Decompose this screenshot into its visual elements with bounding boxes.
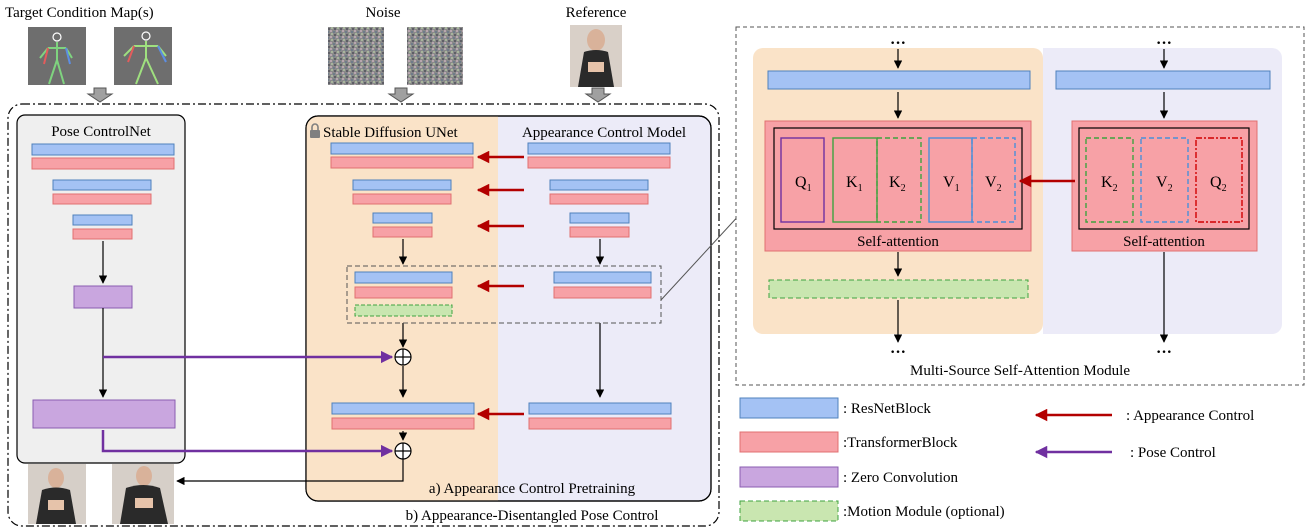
add-node bbox=[394, 348, 412, 366]
legend-transformer-label: :TransformerBlock bbox=[843, 435, 958, 451]
legend-zero-conv-swatch bbox=[739, 466, 839, 488]
svg-text:K2: K2 bbox=[889, 174, 906, 194]
transformer-block bbox=[52, 193, 152, 205]
ellipsis-top-right: ··· bbox=[1156, 35, 1172, 52]
resnet-block bbox=[72, 214, 133, 226]
pose-control-arrows bbox=[101, 350, 394, 458]
appearance-model-title: Appearance Control Model bbox=[522, 125, 686, 141]
output-image-2 bbox=[112, 464, 174, 524]
resnet-block bbox=[52, 179, 152, 191]
pose-controlnet-title: Pose ControlNet bbox=[51, 124, 151, 140]
transformer-block bbox=[72, 228, 133, 240]
lock-icon bbox=[310, 123, 320, 138]
svg-text:Q2: Q2 bbox=[1210, 174, 1227, 194]
right-token-labels: K2 V2 Q2 bbox=[1101, 174, 1227, 194]
noise-image-1 bbox=[328, 27, 384, 85]
resnet-block bbox=[31, 143, 175, 156]
resnet-block bbox=[354, 271, 453, 284]
transformer-block bbox=[549, 193, 649, 205]
legend: : ResNetBlock :TransformerBlock : Zero C… bbox=[739, 397, 1254, 522]
appearance-control-arrows bbox=[476, 150, 524, 421]
legend-pose-label: : Pose Control bbox=[1130, 445, 1216, 461]
target-condition-label: Target Condition Map(s) bbox=[5, 5, 154, 21]
transformer-block bbox=[331, 417, 475, 430]
add-node bbox=[394, 442, 412, 460]
token-k2-ref bbox=[1085, 137, 1134, 223]
legend-motion-label: :Motion Module (optional) bbox=[843, 504, 1005, 520]
transformer-block bbox=[31, 157, 175, 170]
mid-block-highlight bbox=[346, 265, 662, 324]
transformer-block bbox=[372, 226, 433, 238]
transformer-block bbox=[553, 286, 652, 299]
transformer-block bbox=[527, 156, 671, 169]
condition-map-1 bbox=[28, 27, 86, 85]
noise-image-2 bbox=[407, 27, 463, 85]
ellipsis-bottom-right: ··· bbox=[1156, 344, 1172, 361]
token-v2 bbox=[971, 137, 1016, 223]
resnet-block bbox=[553, 271, 652, 284]
svg-text:V2: V2 bbox=[1156, 174, 1173, 194]
zero-convolution-block bbox=[73, 285, 133, 309]
resnet-block bbox=[352, 179, 452, 191]
unet-blocks bbox=[330, 142, 475, 430]
token-v2-ref bbox=[1140, 137, 1189, 223]
module-resnet-right bbox=[1055, 70, 1271, 90]
resnet-block bbox=[372, 212, 433, 224]
input-arrows bbox=[86, 87, 612, 103]
legend-motion-swatch bbox=[739, 500, 839, 522]
self-attention-label-right: Self-attention bbox=[1123, 234, 1205, 250]
token-q2-ref bbox=[1195, 137, 1243, 223]
legend-resnet-swatch bbox=[739, 397, 839, 419]
zero-convolution-block bbox=[32, 399, 176, 429]
appearance-model-blocks bbox=[527, 142, 672, 430]
transformer-block bbox=[354, 286, 453, 299]
ellipsis-bottom-left: ··· bbox=[890, 344, 906, 361]
token-k1 bbox=[832, 137, 878, 223]
transformer-block bbox=[569, 226, 630, 238]
svg-text:K1: K1 bbox=[846, 174, 863, 194]
stable-diffusion-title: Stable Diffusion UNet bbox=[323, 125, 459, 141]
reference-image bbox=[570, 25, 622, 87]
noise-label: Noise bbox=[366, 5, 401, 21]
stage-b-caption: b) Appearance-Disentangled Pose Control bbox=[406, 508, 659, 524]
transformer-block bbox=[528, 417, 672, 430]
reference-label: Reference bbox=[566, 5, 627, 21]
legend-zero-conv-label: : Zero Convolution bbox=[843, 470, 958, 486]
svg-text:Q1: Q1 bbox=[795, 174, 812, 194]
resnet-block bbox=[528, 402, 672, 415]
svg-text:V1: V1 bbox=[943, 174, 960, 194]
module-resnet-left bbox=[767, 70, 1031, 90]
svg-text:V2: V2 bbox=[985, 174, 1002, 194]
resnet-block bbox=[527, 142, 671, 155]
ellipsis-top-left: ··· bbox=[890, 35, 906, 52]
stage-b-frame bbox=[7, 103, 720, 527]
stage-a-caption: a) Appearance Control Pretraining bbox=[429, 481, 636, 497]
resnet-block bbox=[330, 142, 474, 155]
module-motion-block bbox=[768, 279, 1029, 299]
condition-map-2 bbox=[114, 27, 172, 85]
resnet-block bbox=[331, 402, 475, 415]
transformer-block bbox=[352, 193, 452, 205]
transformer-block bbox=[330, 156, 474, 169]
motion-module-block bbox=[354, 304, 453, 317]
output-image-1 bbox=[28, 464, 86, 524]
token-q1 bbox=[780, 137, 825, 223]
pose-controlnet-blocks bbox=[31, 143, 176, 429]
left-token-labels: Q1 K1 K2 V1 V2 bbox=[795, 174, 1002, 194]
resnet-block bbox=[549, 179, 649, 191]
svg-text:K2: K2 bbox=[1101, 174, 1118, 194]
legend-resnet-label: : ResNetBlock bbox=[843, 401, 931, 417]
self-attention-label-left: Self-attention bbox=[857, 234, 939, 250]
attention-module-title: Multi-Source Self-Attention Module bbox=[910, 363, 1130, 379]
resnet-block bbox=[569, 212, 630, 224]
legend-transformer-swatch bbox=[739, 431, 839, 453]
legend-appearance-label: : Appearance Control bbox=[1126, 408, 1254, 424]
